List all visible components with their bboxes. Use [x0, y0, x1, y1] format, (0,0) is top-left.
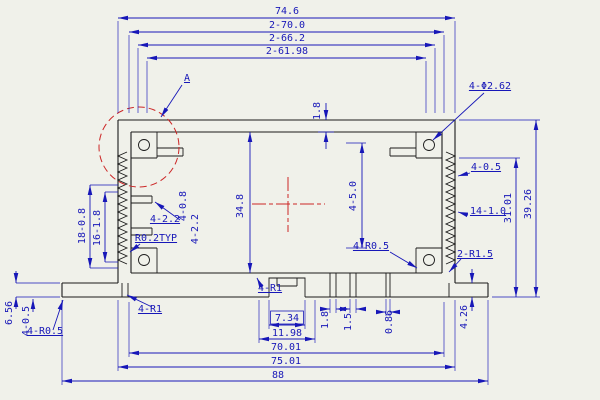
corner-screw-bosses: [131, 132, 442, 273]
dimension-label: 39.26: [523, 189, 534, 219]
dimension-label: 14-1.0: [470, 206, 506, 217]
right-wall-fins: [444, 151, 457, 265]
dimension-label: R0.2TYP: [135, 233, 177, 244]
leader-detail-a: [160, 84, 183, 118]
pcb-guide-rails: [131, 147, 416, 236]
dimension-label: 1.8: [312, 102, 323, 120]
screw-hole-top-left: [138, 139, 150, 151]
dimension-label: 4-R1: [258, 283, 282, 294]
dimension-label: 74.6: [275, 6, 299, 17]
screw-hole-top-right: [423, 139, 435, 151]
profile-geometry: [61, 119, 489, 298]
detail-circle-a: [98, 106, 180, 188]
leader-r0-2-typ: [129, 243, 141, 253]
dimension-label: 4-5.0: [348, 181, 359, 211]
extension-lines: [16, 21, 540, 385]
dimension-label: 18-0.8: [77, 208, 88, 244]
dimension-label: 34.8: [235, 194, 246, 218]
dimension-lines: [13, 15, 540, 385]
dimension-label: 16-1.8: [92, 210, 103, 246]
dimension-label: 75.01: [271, 356, 301, 367]
basic-dimension-box: [270, 310, 304, 325]
dimension-label: 2-70.0: [269, 20, 305, 31]
dimension-label: 4-0.5: [21, 306, 32, 336]
leader-4-r1-bl: [126, 294, 153, 308]
centerlines: [98, 106, 325, 232]
dimension-label: 4-Φ2.62: [469, 81, 511, 92]
leader-4-phi-2-62: [432, 92, 485, 141]
leader-2-r1-5: [448, 258, 462, 273]
dimension-label: 70.01: [271, 342, 301, 353]
dimension-label: 2-66.2: [269, 33, 305, 44]
inner-cavity: [130, 131, 443, 274]
dimension-labels: 74.6 2-70.0 2-66.2 2-61.98A 4-Φ2.62 1.8 4-5.0 4…: [4, 6, 534, 381]
dimension-label: 1.5: [343, 313, 354, 331]
dimension-label: 2-R1.5: [457, 249, 493, 260]
dimension-label: 6.56: [4, 301, 15, 325]
outer-shell: [61, 119, 489, 298]
center-cross: [252, 177, 325, 232]
leader-14-1-0: [457, 211, 469, 218]
leader-4-0-5-right: [457, 171, 471, 177]
left-wall-fins: [116, 151, 129, 265]
dimension-label: 88: [272, 370, 284, 381]
dimension-label: 0.86: [384, 310, 395, 334]
leader-4-2-2: [154, 201, 181, 221]
dimension-label: 4-2.2: [150, 214, 180, 225]
bottom-slot: [268, 277, 306, 297]
dimension-label: 4-R1: [138, 304, 162, 315]
dimension-label: 4-0.8: [178, 191, 189, 221]
dimension-label: 4-R0.5: [27, 326, 63, 337]
leader-4-r0-5-bl: [52, 299, 64, 331]
dimension-label: 31.01: [503, 193, 514, 223]
bottom-steps-and-ports: [121, 273, 450, 297]
screw-hole-bottom-left: [138, 254, 150, 266]
dimension-label: 4-2.2: [190, 214, 201, 244]
dimension-label: 11.98: [272, 328, 302, 339]
screw-hole-bottom-right: [423, 254, 435, 266]
dimension-label: 4-R0.5: [353, 241, 389, 252]
dimension-label: 4-0.5: [471, 162, 501, 173]
leader-4-r1-mid: [256, 277, 264, 289]
dimension-label: 2-61.98: [266, 46, 308, 57]
dimension-label: 4.26: [459, 305, 470, 329]
dimension-label: 1.8: [320, 311, 331, 329]
dimension-label: 7.34: [275, 313, 299, 324]
detail-label-a: A: [184, 73, 190, 84]
leader-4-r0-5-mid: [389, 251, 418, 269]
